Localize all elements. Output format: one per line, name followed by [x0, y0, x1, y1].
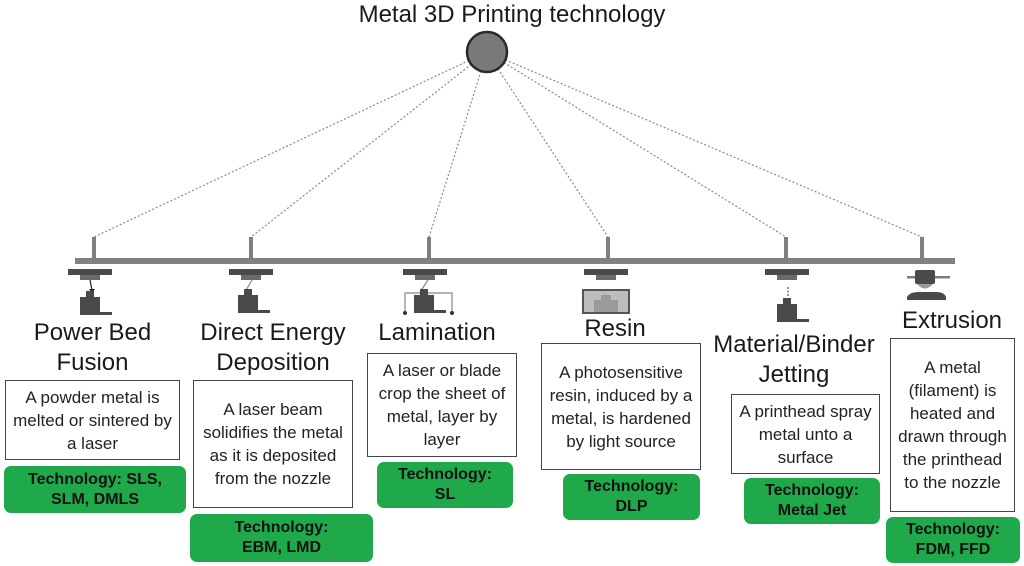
technology-line: Technology: — [584, 478, 679, 495]
connector-line — [486, 51, 787, 238]
technology-line: SL — [434, 486, 456, 503]
extrusion-nozzle-icon — [907, 270, 950, 300]
jetting-printhead-icon — [765, 269, 809, 322]
description-text: A laser beam solidifies the metal as it … — [203, 400, 343, 488]
technology-badge: Technology: Metal Jet — [744, 478, 880, 524]
category-title: Extrusion — [882, 306, 1022, 336]
description-text: A powder metal is melted or sintered by … — [13, 387, 172, 453]
powder-bed-fusion-icon — [68, 269, 112, 315]
direct-energy-deposition-icon — [229, 269, 273, 313]
connector-drop — [784, 237, 788, 258]
technology-line: Metal Jet — [777, 502, 847, 519]
category-title-line: Fusion — [56, 349, 129, 376]
connector-line — [93, 51, 488, 238]
connector-drop — [920, 237, 924, 258]
technology-line: EBM, LMD — [241, 539, 322, 556]
technology-line: DLP — [615, 498, 648, 515]
category-title: Direct Energy Deposition — [188, 318, 358, 378]
description-box: A laser or blade crop the sheet of metal… — [367, 353, 517, 457]
hub-circle-icon — [465, 30, 509, 74]
category-title-line: Deposition — [216, 349, 330, 376]
connector-drop — [249, 237, 253, 258]
technology-line: Technology: — [234, 519, 329, 536]
description-box: A printhead spray metal unto a surface — [731, 394, 880, 474]
technology-badge: Technology: EBM, LMD — [190, 514, 373, 562]
category-title: Resin — [540, 314, 690, 344]
resin-vat-icon — [582, 269, 630, 314]
connector-drop — [606, 237, 610, 258]
lamination-icon — [403, 269, 454, 315]
horizontal-bus-bar — [75, 258, 955, 264]
technology-badge: Technology: FDM, FFD — [886, 517, 1020, 563]
description-box: A laser beam solidifies the metal as it … — [193, 380, 353, 508]
category-title-line: Extrusion — [901, 307, 1003, 334]
technology-line: Technology: SLS, — [28, 470, 162, 488]
category-title: Material/Binder Jetting — [703, 330, 885, 390]
technology-badge: Technology: SLS, SLM, DMLS — [4, 466, 186, 513]
technology-badge: Technology: DLP — [563, 474, 700, 520]
category-title-line: Lamination — [378, 319, 496, 346]
category-title-line: Material/Binder — [713, 331, 875, 358]
technology-line: Technology: — [398, 466, 492, 483]
technology-line: Technology: — [906, 521, 1000, 538]
connector-drop — [427, 237, 431, 258]
technology-line: FDM, FFD — [915, 541, 991, 558]
connector-line — [428, 51, 488, 238]
category-title: Lamination — [362, 318, 512, 348]
description-text: A photosensitive resin, induced by a met… — [549, 362, 693, 451]
technology-line: SLM, DMLS — [51, 490, 139, 508]
connector-line — [250, 51, 488, 238]
category-title-line: Direct Energy — [200, 319, 346, 346]
connector-line — [486, 51, 923, 238]
category-title-line: Resin — [584, 315, 646, 342]
description-text: A printhead spray metal unto a surface — [739, 401, 872, 467]
category-title-line: Jetting — [758, 361, 830, 388]
category-title-line: Power Bed — [33, 319, 152, 346]
description-box: A powder metal is melted or sintered by … — [5, 380, 180, 460]
description-box: A metal (filament) is heated and drawn t… — [890, 338, 1015, 512]
technology-badge: Technology: SL — [377, 462, 513, 508]
connector-line — [486, 51, 609, 238]
description-text: A metal (filament) is heated and drawn t… — [898, 358, 1007, 492]
diagram-title: Metal 3D Printing technology — [358, 1, 666, 28]
description-box: A photosensitive resin, induced by a met… — [541, 343, 701, 470]
description-text: A laser or blade crop the sheet of metal… — [378, 361, 506, 449]
category-title: Power Bed Fusion — [5, 318, 180, 378]
technology-line: Technology: — [765, 482, 859, 499]
connector-drop — [92, 237, 96, 258]
